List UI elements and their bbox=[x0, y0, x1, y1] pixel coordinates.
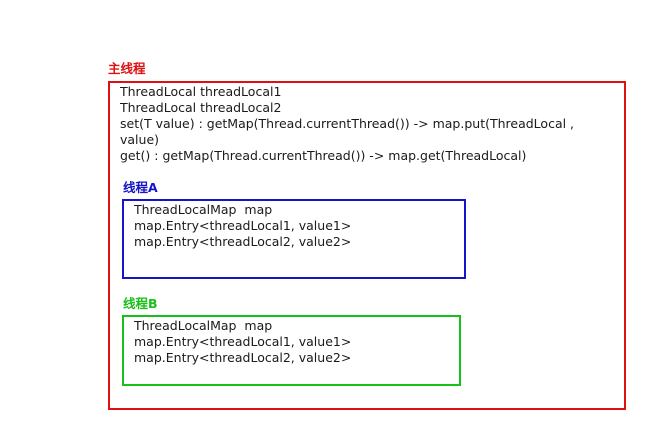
main-thread-content: ThreadLocal threadLocal1 ThreadLocal thr… bbox=[120, 84, 590, 164]
get-method-description: get() : getMap(Thread.currentThread()) -… bbox=[120, 148, 527, 163]
map-entry-2: map.Entry<threadLocal2, value2> bbox=[134, 350, 352, 365]
threadlocal1-declaration: ThreadLocal threadLocal1 bbox=[120, 84, 282, 99]
thread-b-content: ThreadLocalMap map map.Entry<threadLocal… bbox=[134, 318, 351, 366]
set-method-description: set(T value) : getMap(Thread.currentThre… bbox=[120, 116, 575, 147]
thread-b-label: 线程B bbox=[123, 296, 158, 311]
main-thread-label: 主线程 bbox=[108, 61, 146, 76]
thread-b-box: ThreadLocalMap map map.Entry<threadLocal… bbox=[122, 315, 461, 386]
map-entry-2: map.Entry<threadLocal2, value2> bbox=[134, 234, 352, 249]
main-thread-box: ThreadLocal threadLocal1 ThreadLocal thr… bbox=[108, 81, 626, 410]
threadlocalmap-declaration: ThreadLocalMap map bbox=[134, 318, 273, 333]
map-entry-1: map.Entry<threadLocal1, value1> bbox=[134, 218, 352, 233]
thread-a-box: ThreadLocalMap map map.Entry<threadLocal… bbox=[122, 199, 466, 279]
thread-a-content: ThreadLocalMap map map.Entry<threadLocal… bbox=[134, 202, 351, 250]
map-entry-1: map.Entry<threadLocal1, value1> bbox=[134, 334, 352, 349]
thread-a-label: 线程A bbox=[123, 180, 158, 195]
threadlocal2-declaration: ThreadLocal threadLocal2 bbox=[120, 100, 282, 115]
threadlocalmap-declaration: ThreadLocalMap map bbox=[134, 202, 273, 217]
